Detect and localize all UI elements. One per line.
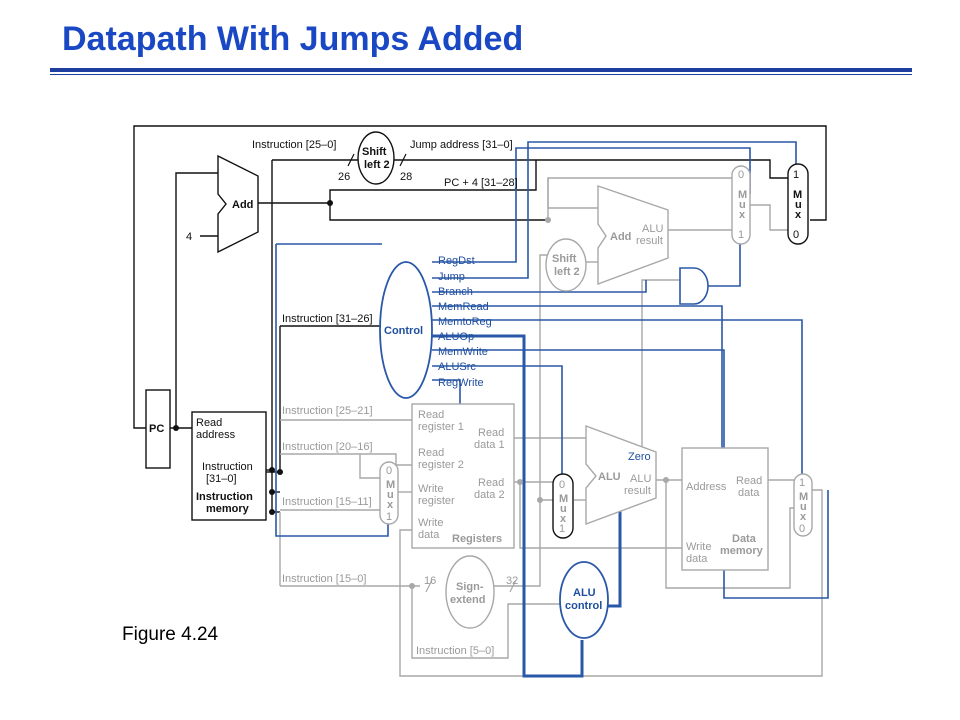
slide-title: Datapath With Jumps Added [62,20,524,58]
control-unit: Control [379,261,433,399]
jump-mux-0: 0 [793,229,799,241]
signal-jump: Jump [438,271,465,283]
instruction-25-21-label: Instruction [25–21] [282,405,373,417]
instruction-15-11-label: Instruction [15–11] [282,496,372,508]
instruction-20-16-label: Instruction [20–16] [282,441,373,453]
alusrc-mux-0: 0 [559,479,565,491]
bits-28-label: 28 [400,171,412,183]
active-wires [133,125,827,513]
reg-mux-1: 1 [386,511,392,523]
instruction-field-labels: Instruction [25–21] Instruction [20–16] … [282,405,494,657]
junction-dots [173,200,669,589]
signal-regdst: RegDst [438,255,475,267]
address-label: Address [686,481,727,493]
zero-label: Zero [628,451,651,463]
signal-memwrite: MemWrite [438,346,488,358]
jump-address-label: Jump address [31–0] [410,139,513,151]
const-4-label: 4 [186,231,192,243]
bits-26-label: 26 [338,171,350,183]
alu-label: ALU [598,471,621,483]
pc-label: PC [149,423,164,435]
bits-16-label: 16 [424,575,436,587]
title-underline-thin [50,74,912,75]
signal-regwrite: RegWrite [438,377,484,389]
figure-caption: Figure 4.24 [122,624,219,645]
instruction-31-0-label: Instruction[31–0] [202,461,253,485]
memtoreg-mux-1: 1 [799,477,805,489]
control-wires [275,141,829,678]
pc-register: PC [145,389,171,469]
bits-32-label: 32 [506,575,518,587]
pc-adder: Add [217,154,259,254]
signal-memtoreg: MemtoReg [438,316,492,328]
sign-extend-label: Sign-extend [450,581,485,606]
pc-plus-4-label: PC + 4 [31–28] [444,177,518,189]
instruction-5-0-label: Instruction [5–0] [416,645,494,657]
signal-memread: MemRead [438,301,489,313]
branch-adder-label: Add [610,231,631,243]
title-underline [50,68,912,72]
signal-branch: Branch [438,286,473,298]
pc-adder-label: Add [232,199,253,211]
instruction-31-26-label: Instruction [31–26] [282,313,373,325]
control-label: Control [384,325,423,337]
branch-and-gate [679,267,709,305]
branch-mux-0: 0 [738,169,744,181]
memtoreg-mux-0: 0 [799,523,805,535]
instruction-25-0-label: Instruction [25–0] [252,139,336,151]
alusrc-mux-1: 1 [559,523,565,535]
branch-mux-1: 1 [738,229,744,241]
signal-aluop: ALUOp [438,331,474,343]
reg-mux-0: 0 [386,465,392,477]
control-signal-labels: RegDst Jump Branch MemRead MemtoReg ALUO… [438,255,492,389]
registers-label: Registers [452,533,502,545]
jump-mux-1: 1 [793,169,799,181]
sign-extend: Sign-extend [445,555,495,629]
instruction-15-0-label: Instruction [15–0] [282,573,366,585]
signal-alusrc: ALUSrc [438,361,476,373]
